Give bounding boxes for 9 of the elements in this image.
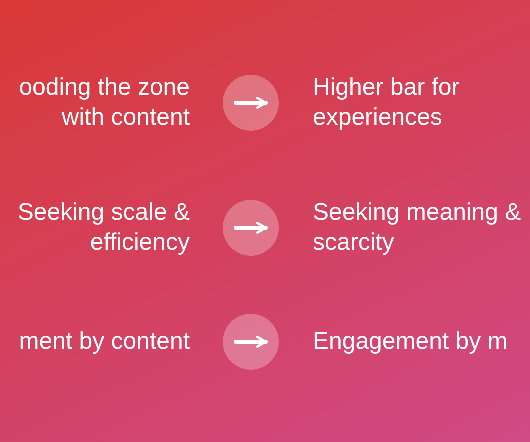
arrow xyxy=(234,222,268,234)
arrow xyxy=(234,97,268,109)
arrow xyxy=(234,336,268,348)
statement-text: Seeking meaning & scarcity xyxy=(313,198,522,258)
statement-text: Higher bar for experiences xyxy=(313,73,461,133)
statement-text: ment by content xyxy=(19,327,190,357)
statement-text: ooding the zone with content xyxy=(18,73,190,133)
statement-text: Engagement by m xyxy=(313,327,508,357)
statement-text: Seeking scale & efficiency xyxy=(16,198,190,258)
